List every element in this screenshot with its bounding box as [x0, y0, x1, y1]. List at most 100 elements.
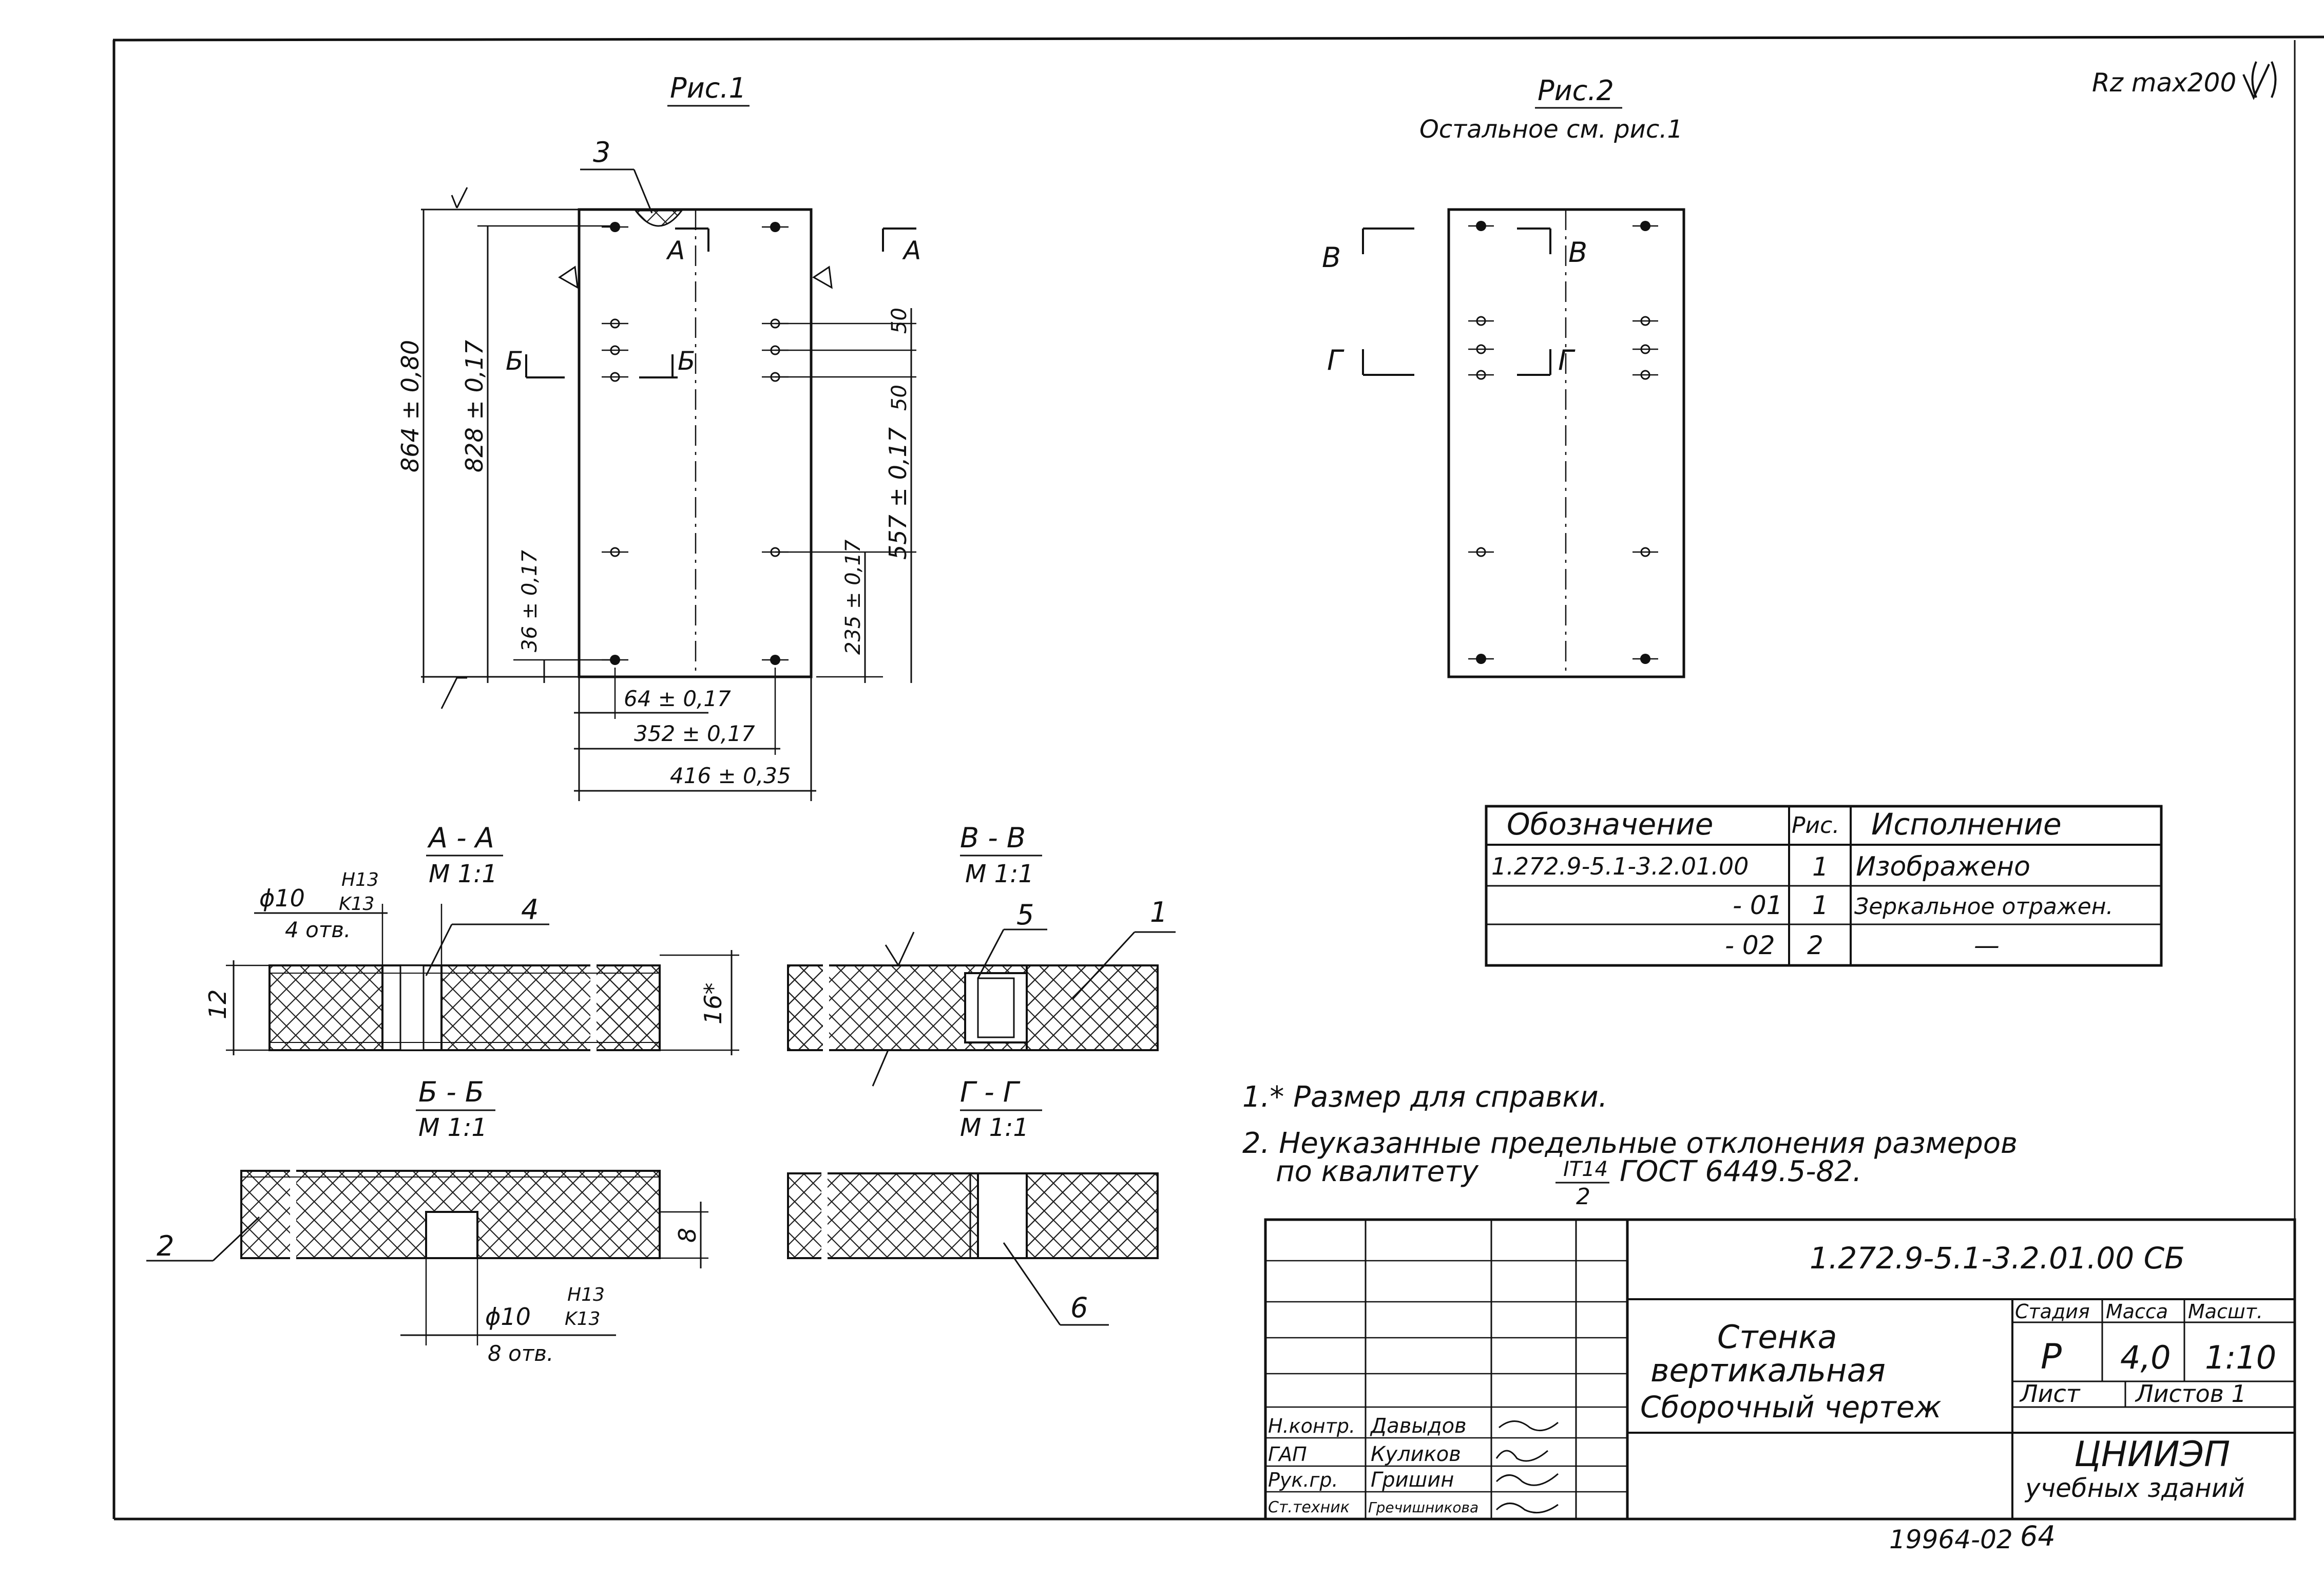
table-row-2-fig: 2 — [1807, 931, 1823, 960]
execution-table: Обозначение Рис. Исполнение 1.272.9-5.1-… — [1485, 805, 2163, 967]
aa-leader-4: 4 — [521, 894, 539, 926]
vv-right — [1026, 964, 1159, 1051]
aa-dim-12: 12 — [204, 989, 232, 1019]
aa-tol-bot: K13 — [339, 894, 374, 915]
note-2b-post: ГОСТ 6449.5-82. — [1620, 1155, 1862, 1188]
fig2-title: Рис.2 — [1538, 74, 1614, 107]
bb-hole: ϕ10 — [485, 1303, 531, 1331]
signatures — [1495, 1420, 1559, 1514]
dim-828: 828 ± 0,17 — [460, 340, 488, 472]
svg-text:В: В — [1322, 241, 1341, 274]
gg-hole — [977, 1172, 1028, 1259]
tb-role-1: ГАП — [1268, 1443, 1307, 1466]
title-block: 1.272.9-5.1-3.2.01.00 СБ Стенка вертикал… — [1264, 1218, 2296, 1521]
figure-2: Рис.2 Остальное см. рис.1 В В Г Г — [1322, 74, 1685, 678]
tb-stage: Р — [2041, 1337, 2062, 1377]
table-row-0-execution: Изображено — [1856, 851, 2030, 882]
aa-dim-16: 16* — [699, 982, 727, 1024]
vv-end — [787, 964, 825, 1051]
vv-title: В - В — [960, 822, 1026, 854]
dim-235: 235 ± 0,17 — [841, 539, 865, 655]
aa-title: А - А — [427, 822, 494, 854]
bb-tol-top: H13 — [567, 1284, 605, 1305]
bb-bushing — [425, 1211, 478, 1259]
dim-416: 416 ± 0,35 — [670, 763, 791, 788]
tb-mass: 4,0 — [2120, 1339, 2171, 1376]
tb-role-2: Рук.гр. — [1268, 1469, 1338, 1491]
roughness-label: Rz max200 — [2092, 68, 2236, 98]
svg-text:Б: Б — [506, 346, 523, 376]
tb-name-2b: Гришин — [1371, 1468, 1454, 1492]
table-row-2-execution: — — [1974, 931, 2000, 960]
section-vv: В - В М 1:1 5 1 — [787, 822, 1176, 1087]
section-gg: Г - Г М 1:1 6 — [787, 1076, 1159, 1326]
aa-tol-top: H13 — [341, 869, 379, 890]
fig2-subtitle: Остальное см. рис.1 — [1419, 115, 1683, 144]
tb-name-3b: Гречишникова — [1368, 1499, 1478, 1516]
bb-tol-bot: K13 — [565, 1308, 600, 1330]
footer-page: 64 — [2020, 1520, 2056, 1552]
svg-text:В: В — [1568, 236, 1587, 269]
gg-scale: М 1:1 — [960, 1113, 1029, 1142]
gg-right — [1026, 1172, 1159, 1259]
section-aa: А - А М 1:1 12 16* ϕ10 H13 K13 4 отв. 4 — [204, 822, 739, 1055]
dim-557: 557 ± 0,17 — [884, 427, 912, 560]
note-2b-frac-bot: 2 — [1576, 1184, 1590, 1210]
dim-36: 36 ± 0,17 — [518, 550, 542, 652]
tb-scale: 1:10 — [2205, 1339, 2276, 1376]
roughness-mark: Rz max200 — [2092, 61, 2277, 100]
note-2a: 2. Неуказанные предельные отклонения раз… — [1242, 1127, 2018, 1160]
note-2b-frac-top: IT14 — [1563, 1157, 1608, 1181]
tb-role-3: Ст.техник — [1268, 1498, 1350, 1516]
tb-scale-label: Масшт. — [2188, 1300, 2263, 1323]
aa-end — [594, 964, 661, 1051]
fig2-holes — [1468, 221, 1658, 664]
aa-scale: М 1:1 — [429, 860, 497, 888]
bb-dim-8: 8 — [674, 1228, 701, 1243]
dim-352: 352 ± 0,17 — [634, 721, 755, 746]
tb-sheet-label: Лист — [2019, 1380, 2081, 1408]
table-row-1-fig: 1 — [1812, 890, 1829, 920]
weld-mark — [633, 210, 684, 227]
vv-leader-5: 5 — [1016, 899, 1034, 931]
vv-scale: М 1:1 — [965, 860, 1034, 888]
note-2b-pre: по квалитету — [1276, 1155, 1479, 1188]
vv-leader-1: 1 — [1150, 896, 1167, 928]
figure-1: Рис.1 3 864 ± 0,80 828 ± 0,17 — [396, 72, 921, 801]
table-header-fig: Рис. — [1792, 812, 1839, 839]
dim-64: 64 ± 0,17 — [624, 686, 731, 711]
dim-50b: 50 — [888, 385, 911, 411]
tb-name-1b: Куликов — [1371, 1442, 1461, 1466]
table-header-designation: Обозначение — [1507, 807, 1713, 842]
tb-name-3: Сборочный чертеж — [1640, 1390, 1942, 1425]
svg-text:А: А — [666, 236, 685, 265]
table-row-1-designation: - 01 — [1733, 890, 1783, 920]
svg-text:Г: Г — [1327, 344, 1345, 376]
table-header-execution: Исполнение — [1871, 807, 2062, 842]
tb-role-0: Н.контр. — [1268, 1415, 1355, 1437]
aa-count: 4 отв. — [285, 917, 351, 942]
table-row-1-execution: Зеркальное отражен. — [1854, 894, 2113, 920]
tb-sheets-label: Листов 1 — [2135, 1380, 2246, 1408]
tb-name-2: вертикальная — [1650, 1352, 1886, 1389]
section-cut-b: Б Б — [506, 346, 695, 378]
bb-leader-2: 2 — [157, 1230, 174, 1262]
section-cut-a: А А — [666, 227, 921, 265]
svg-text:А: А — [902, 236, 921, 265]
table-row-2-designation: - 02 — [1725, 931, 1775, 960]
tb-org-1: ЦНИИЭП — [2074, 1434, 2230, 1475]
section-cut-g: Г Г — [1327, 344, 1576, 376]
bb-title: Б - Б — [418, 1076, 484, 1108]
bb-count: 8 отв. — [488, 1341, 553, 1366]
table-row-0-designation: 1.272.9-5.1-3.2.01.00 — [1491, 852, 1749, 880]
weld-symbols — [440, 187, 833, 709]
svg-text:Б: Б — [678, 346, 695, 376]
tb-name-1: Стенка — [1717, 1318, 1837, 1356]
tb-mass-label: Масса — [2106, 1300, 2168, 1323]
fig1-title: Рис.1 — [670, 72, 746, 104]
notes: 1.* Размер для справки. 2. Неуказанные п… — [1242, 1080, 2018, 1210]
leader-3-label: 3 — [593, 136, 610, 168]
gg-leader-6: 6 — [1070, 1292, 1088, 1324]
tb-designation: 1.272.9-5.1-3.2.01.00 СБ — [1810, 1241, 2185, 1276]
